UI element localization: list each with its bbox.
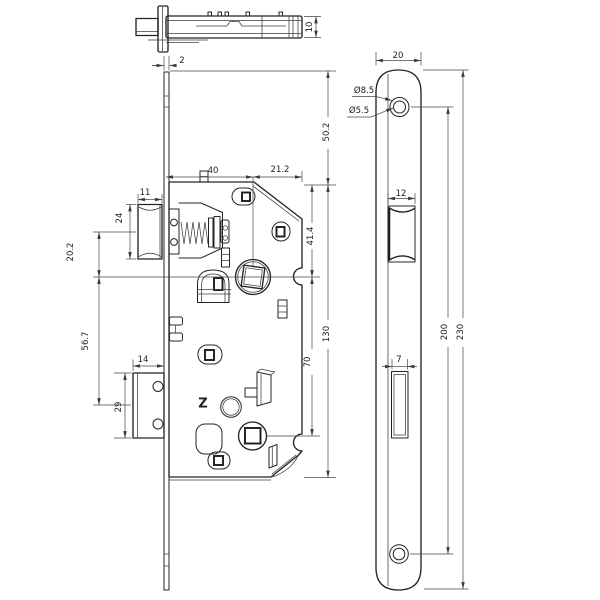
side-view — [347, 52, 469, 591]
dim-case-top-to-spindle: 41.4 — [305, 226, 316, 246]
dim-latch-to-spindle: 20.2 — [65, 242, 76, 262]
dim-faceplate-thickness: 2 — [179, 55, 185, 66]
dim-case-top-width: 21.2 — [270, 164, 290, 175]
dim-spindle-to-cylinder: 70 — [302, 356, 313, 368]
dim-spindle-to-deadbolt: 56.7 — [80, 331, 91, 351]
dim-backset: 40 — [207, 165, 219, 176]
dim-deadbolt-height: 29 — [113, 401, 124, 413]
dim-hole-spacing: 200 — [439, 323, 450, 341]
case-marking-z: Z — [198, 396, 208, 412]
dim-latch-cutout-width: 12 — [395, 188, 407, 199]
dim-hole-inner-dia: Ø5.5 — [348, 105, 370, 116]
dim-faceplate-width: 20 — [392, 50, 404, 61]
dim-faceplate-to-case-top: 50.2 — [321, 122, 332, 142]
dim-top-body-height: 10 — [304, 21, 315, 33]
dim-hole-outer-dia: Ø8.5 — [353, 85, 375, 96]
dim-latch-width: 11 — [139, 187, 151, 198]
dim-deadbolt-cutout-width: 7 — [396, 354, 402, 365]
top-view — [135, 5, 321, 71]
dim-faceplate-length: 230 — [455, 323, 466, 341]
dim-case-height: 130 — [321, 325, 332, 343]
dim-latch-height: 24 — [114, 212, 125, 224]
front-view — [93, 65, 336, 591]
dim-deadbolt-width: 14 — [137, 354, 149, 365]
